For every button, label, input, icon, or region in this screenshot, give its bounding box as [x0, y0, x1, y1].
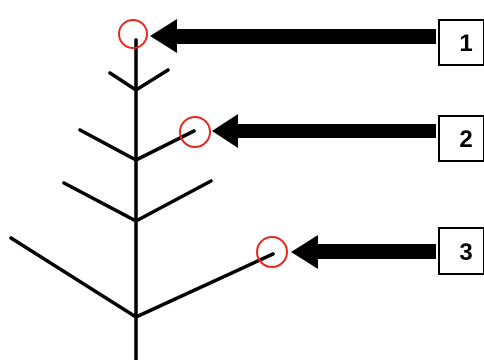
branch-second-left: [78, 128, 138, 162]
arrow-icon-2: [212, 114, 436, 148]
label-1-text: 1: [459, 30, 472, 57]
branch-second-right: [134, 129, 196, 162]
branch-bottom-left: [9, 236, 138, 319]
label-2-text: 2: [459, 126, 472, 153]
arrows: [150, 19, 436, 269]
red-circle-markers: [118, 19, 288, 268]
marker-circle-2: [179, 116, 211, 148]
branch-third-left: [62, 181, 138, 223]
branch-top-right: [134, 68, 170, 92]
label-boxes: 1 2 3: [438, 19, 484, 275]
tree-structure: [9, 38, 275, 360]
marker-circle-1: [118, 19, 148, 49]
arrow-icon-1: [150, 19, 436, 53]
marker-circle-3: [256, 236, 288, 268]
label-box-1: 1: [438, 19, 484, 66]
label-3-text: 3: [459, 239, 472, 266]
branch-bottom-right: [134, 252, 275, 319]
label-box-3: 3: [438, 227, 484, 275]
branch-third-right: [134, 179, 213, 223]
arrow-icon-3: [291, 235, 436, 269]
label-box-2: 2: [438, 115, 484, 162]
branch-top-left: [108, 71, 138, 92]
